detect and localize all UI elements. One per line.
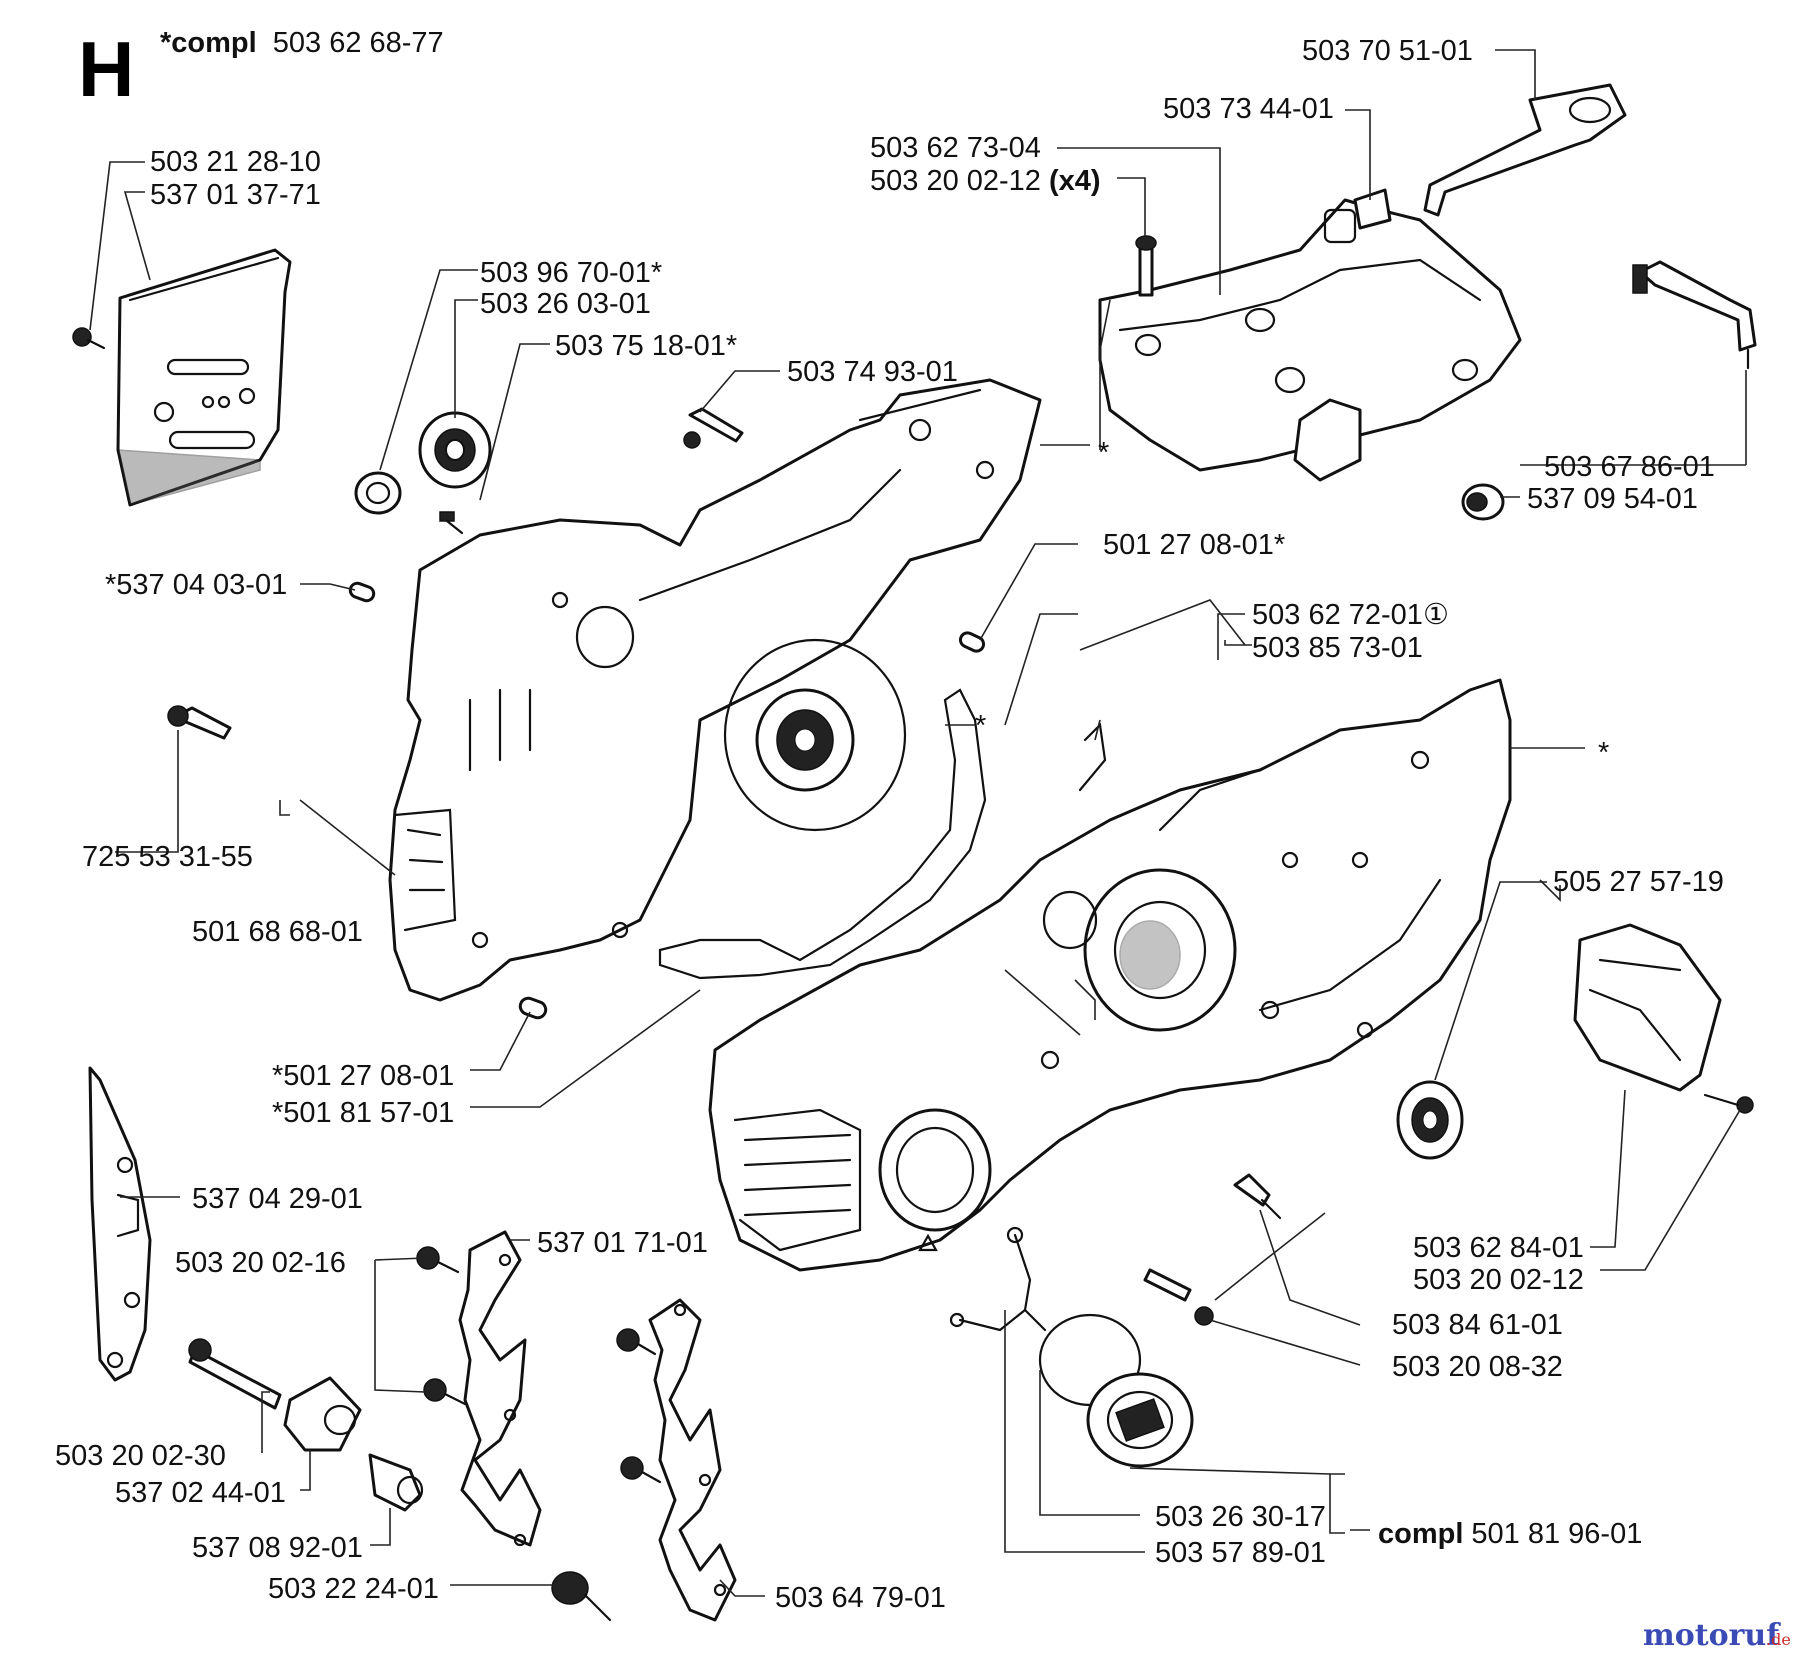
label-503-62-72-01: 503 62 72-01① xyxy=(1252,599,1449,631)
label-503-20-02-12-x4: 503 20 02-12(x4) xyxy=(870,165,1101,197)
label-star-2: * xyxy=(975,710,986,742)
leader-lines xyxy=(89,49,1747,1597)
bearing-right xyxy=(1396,1080,1464,1160)
label-x4: (x4) xyxy=(1049,165,1101,197)
label-503-20-02-16: 503 20 02-16 xyxy=(175,1247,346,1279)
watermark-logo: motoruf .de xyxy=(1643,1618,1791,1653)
label-503-73-44-01: 503 73 44-01 xyxy=(1163,93,1334,125)
label-503-57-89-01: 503 57 89-01 xyxy=(1155,1537,1326,1569)
label-503-62-72-01-number: 503 62 72-01 xyxy=(1252,599,1423,631)
label-503-22-24-01: 503 22 24-01 xyxy=(268,1573,439,1605)
label-725-53-31-55: 725 53 31-55 xyxy=(82,841,253,873)
label-537-04-29-01: 537 04 29-01 xyxy=(192,1183,363,1215)
assembly-prefix: *compl xyxy=(160,27,257,59)
label-501-81-57-01: *501 81 57-01 xyxy=(272,1097,454,1129)
watermark-suffix: .de xyxy=(1766,1630,1791,1649)
label-503-85-73-01: 503 85 73-01 xyxy=(1252,632,1423,664)
label-star-3: * xyxy=(1598,737,1609,769)
label-star-1: * xyxy=(1098,437,1109,469)
label-compl-prefix: compl xyxy=(1378,1518,1463,1550)
tank-cover xyxy=(1098,188,1522,482)
watermark-text: motoruf xyxy=(1643,1618,1781,1653)
label-503-70-51-01: 503 70 51-01 xyxy=(1302,35,1473,67)
label-501-27-08-01-b: *501 27 08-01 xyxy=(272,1060,454,1092)
label-503-84-61-01: 503 84 61-01 xyxy=(1392,1309,1563,1341)
assembly-title: *compl 503 62 68-77 xyxy=(160,27,444,59)
part-labels: 503 70 51-01 503 73 44-01 503 62 73-04 5… xyxy=(55,35,1724,1614)
bumper-screws xyxy=(416,1246,662,1484)
spacer-stack xyxy=(188,1338,612,1622)
label-537-08-92-01: 537 08 92-01 xyxy=(192,1532,363,1564)
label-503-26-03-01: 503 26 03-01 xyxy=(480,288,651,320)
label-501-27-08-01-a: 501 27 08-01* xyxy=(1103,529,1285,561)
top-handle-lever xyxy=(1423,83,1627,217)
choke-bracket xyxy=(949,1226,1142,1407)
bumper-spike-rear xyxy=(648,1298,737,1622)
label-503-74-93-01: 503 74 93-01 xyxy=(787,356,958,388)
label-503-21-28-10: 503 21 28-10 xyxy=(150,146,321,178)
bearing-left xyxy=(354,411,492,535)
label-501-68-68-01: 501 68 68-01 xyxy=(192,916,363,948)
label-503-20-02-30: 503 20 02-30 xyxy=(55,1440,226,1472)
label-503-75-18-01: 503 75 18-01* xyxy=(555,330,737,362)
bumper-spike-front xyxy=(458,1230,542,1547)
crankcase-left-half xyxy=(388,378,1042,1002)
label-537-01-71-01: 537 01 71-01 xyxy=(537,1227,708,1259)
label-503-20-08-32: 503 20 08-32 xyxy=(1392,1351,1563,1383)
small-fasteners-left xyxy=(167,407,986,1020)
label-537-01-37-71: 537 01 37-71 xyxy=(150,179,321,211)
assembly-number: 503 62 68-77 xyxy=(273,27,444,59)
filler-cap xyxy=(1086,1372,1194,1468)
label-503-20-02-12: 503 20 02-12 xyxy=(1413,1264,1584,1296)
label-503-64-79-01: 503 64 79-01 xyxy=(775,1582,946,1614)
label-503-96-70-01: 503 96 70-01* xyxy=(480,257,662,289)
label-503-62-73-04: 503 62 73-04 xyxy=(870,132,1041,164)
screws-right-center xyxy=(1143,1173,1282,1326)
label-503-20-02-12-x4-number: 503 20 02-12 xyxy=(870,165,1041,197)
label-503-26-30-17: 503 26 30-17 xyxy=(1155,1501,1326,1533)
label-505-27-57-19: 505 27 57-19 xyxy=(1553,866,1724,898)
label-circled-1: ① xyxy=(1423,599,1449,631)
section-letter: H xyxy=(78,25,134,113)
crankcase-gasket xyxy=(658,688,1107,980)
label-537-02-44-01: 537 02 44-01 xyxy=(115,1477,286,1509)
chain-guide-plate xyxy=(72,248,292,507)
label-501-81-96-01: 501 81 96-01 xyxy=(1471,1518,1642,1550)
side-cover-right xyxy=(1573,923,1754,1114)
label-537-04-03-01: *537 04 03-01 xyxy=(105,569,287,601)
hose-fitting xyxy=(1632,260,1757,370)
grommet-right xyxy=(1461,483,1505,521)
parts-illustration xyxy=(72,83,1757,1622)
label-537-09-54-01: 537 09 54-01 xyxy=(1527,483,1698,515)
crankcase-right-half xyxy=(708,678,1512,1272)
label-503-67-86-01: 503 67 86-01 xyxy=(1544,451,1715,483)
guide-plate-left xyxy=(88,1066,152,1382)
label-503-62-84-01: 503 62 84-01 xyxy=(1413,1232,1584,1264)
